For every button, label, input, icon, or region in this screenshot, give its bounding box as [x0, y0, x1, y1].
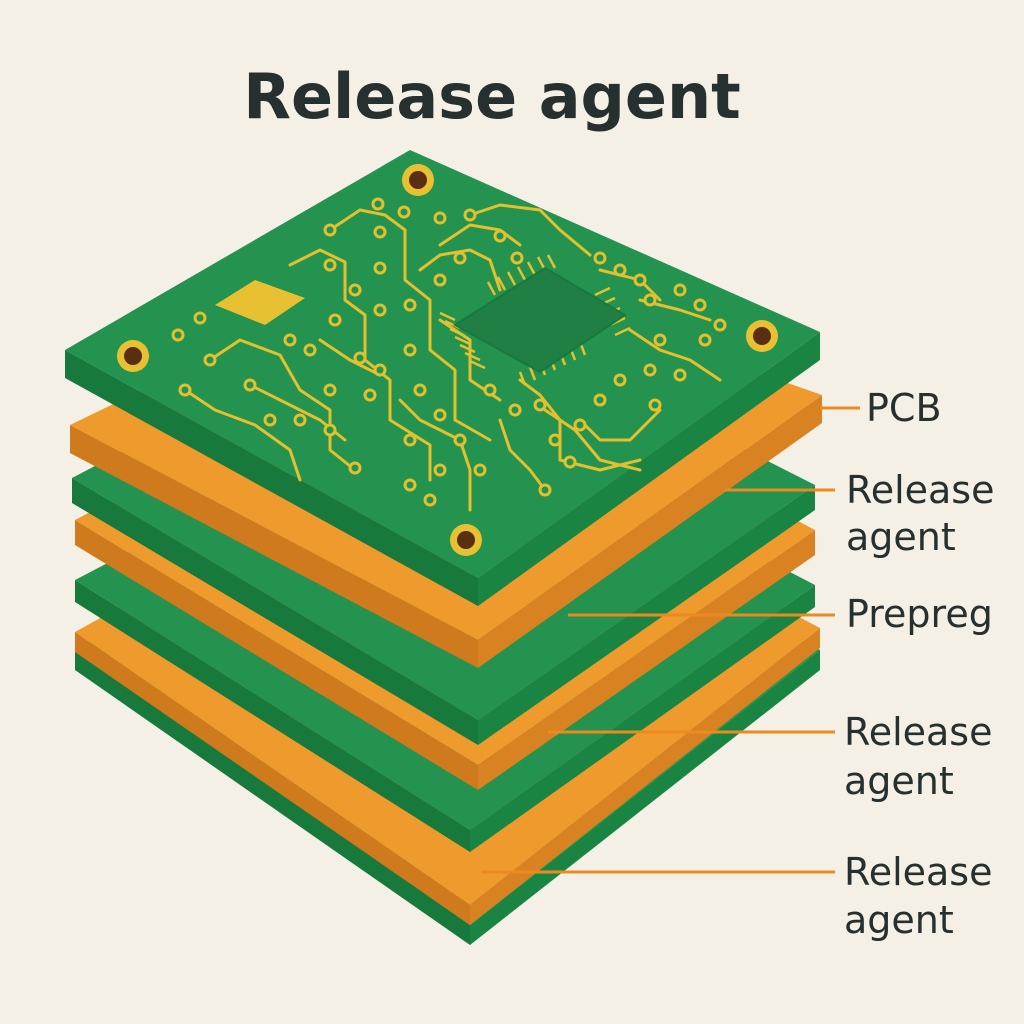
label-prepreg: Prepreg [846, 592, 993, 636]
label-release-agent-3: Release agent [844, 850, 1005, 942]
chip [453, 266, 627, 374]
label-pcb: PCB [866, 386, 942, 430]
gold-pad [215, 280, 305, 325]
mounting-holes [117, 164, 778, 556]
pcb-vias [171, 197, 727, 507]
leader-lines [482, 406, 860, 874]
label-release-agent-1: Release agent [846, 468, 1007, 559]
chip-pins [439, 254, 631, 386]
label-release-agent-2: Release agent [844, 710, 1005, 803]
top-pcb-board [65, 150, 820, 606]
diagram-title: Release agent [243, 60, 741, 133]
